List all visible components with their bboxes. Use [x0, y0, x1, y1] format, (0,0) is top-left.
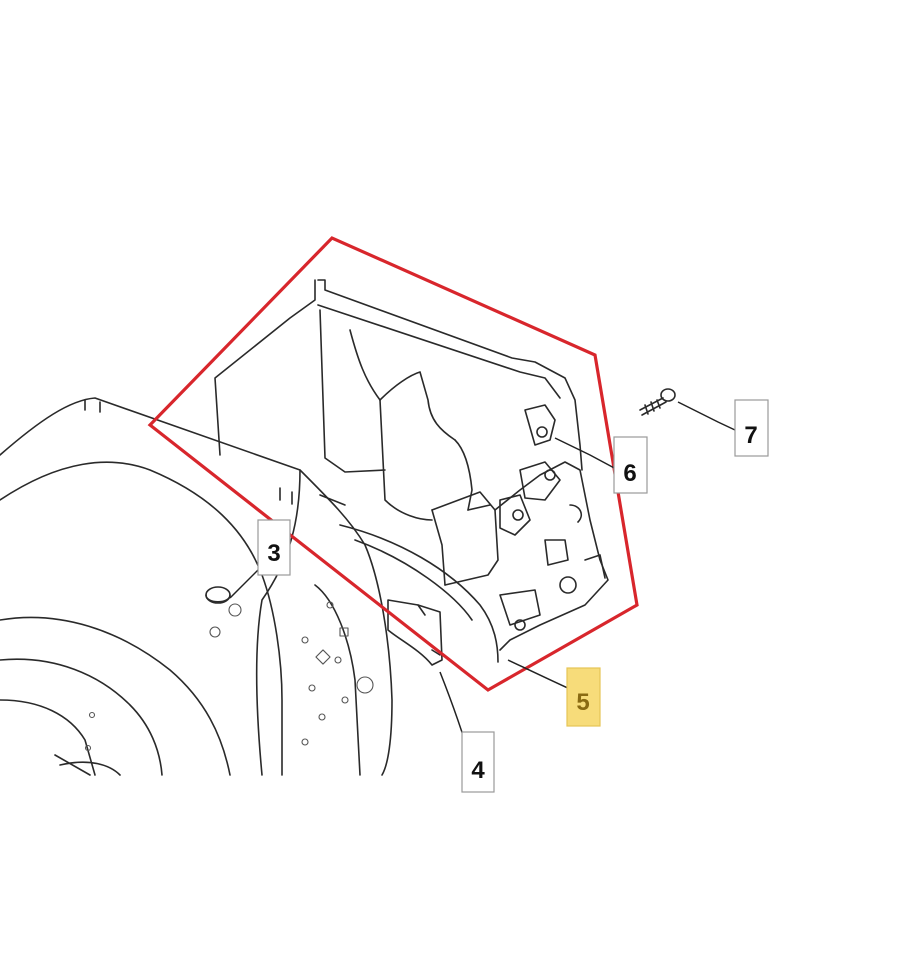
callout-5[interactable]: 5 — [566, 667, 601, 727]
fender-body — [0, 397, 393, 776]
bracket-part — [387, 599, 443, 666]
callout-label-7: 7 — [744, 422, 757, 449]
callout-label-5: 5 — [576, 689, 589, 716]
callout-6[interactable]: 6 — [613, 436, 648, 494]
callout-label-6: 6 — [623, 460, 636, 487]
grommet-part — [205, 586, 231, 604]
inner-panel-part — [214, 279, 609, 663]
leader-lines — [229, 401, 736, 766]
callout-label-3: 3 — [267, 540, 280, 567]
screw-part — [639, 388, 676, 416]
highlight-outline — [147, 236, 639, 692]
callout-label-4: 4 — [471, 757, 485, 784]
callout-4[interactable]: 4 — [461, 731, 495, 793]
callout-7[interactable]: 7 — [734, 399, 769, 457]
callout-3[interactable]: 3 — [257, 519, 291, 576]
